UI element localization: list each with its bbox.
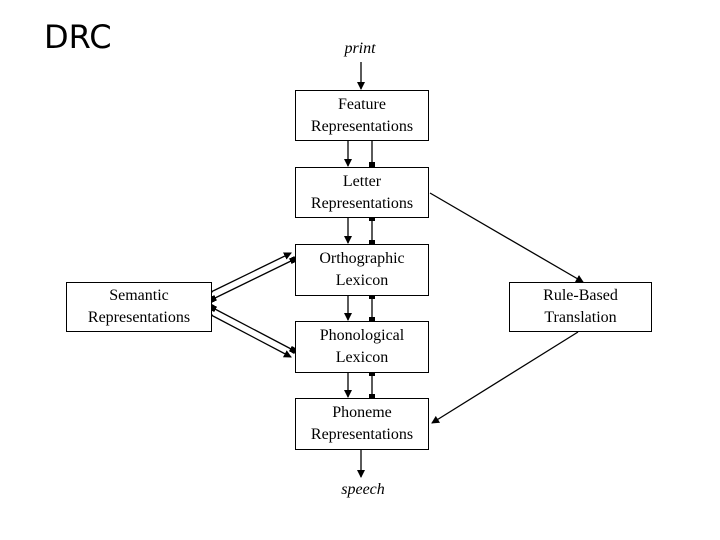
excite-semantic-phonological xyxy=(204,309,292,358)
output-label-speech: speech xyxy=(341,481,385,498)
node-orthographic-lexicon: Orthographic Lexicon xyxy=(295,244,429,296)
inhibit-semantic-orthographic xyxy=(208,255,298,304)
excite-semantic-orthographic xyxy=(204,252,292,298)
node-rule-based-translation: Rule-Based Translation xyxy=(509,282,652,332)
inhibit-semantic-phonological xyxy=(208,303,298,355)
input-label-print: print xyxy=(344,40,376,57)
node-phonological-lexicon: Phonological Lexicon xyxy=(295,321,429,373)
node-phoneme-representations: Phoneme Representations xyxy=(295,398,429,450)
node-feature-representations: Feature Representations xyxy=(295,90,429,141)
slide-title: DRC xyxy=(44,18,112,56)
arrow-letter-to-rule-based xyxy=(429,192,584,283)
arrow-rule-based-to-phoneme xyxy=(431,331,579,424)
node-letter-representations: Letter Representations xyxy=(295,167,429,218)
node-semantic-representations: Semantic Representations xyxy=(66,282,212,332)
